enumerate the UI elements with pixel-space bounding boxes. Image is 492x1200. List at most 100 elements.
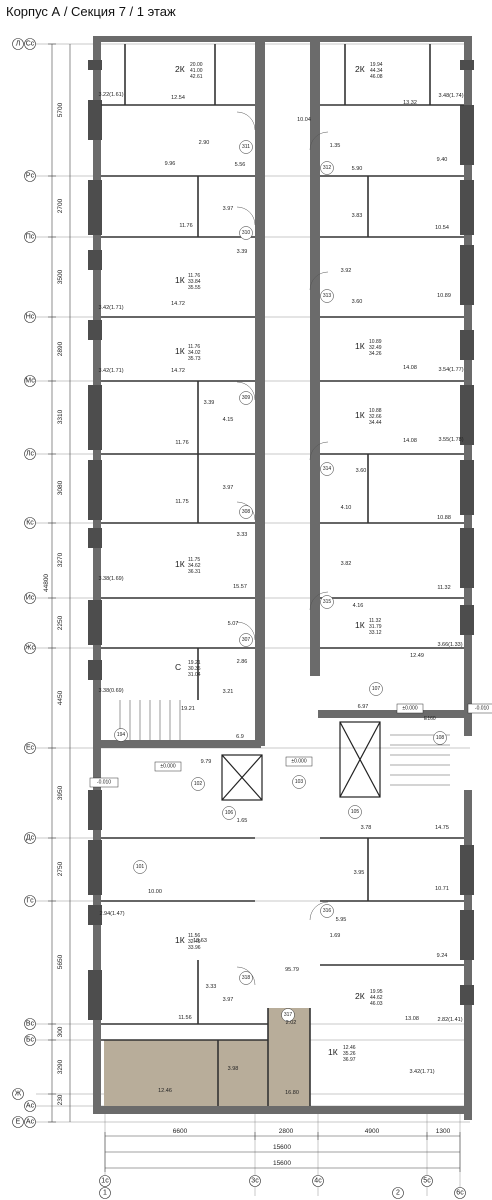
room-area: 12.49	[410, 653, 424, 659]
room-area: 13.32	[403, 100, 417, 106]
room-area: 3.60	[352, 299, 363, 305]
room-number: 313	[323, 293, 332, 299]
axis-label: Мс	[25, 378, 35, 385]
dimension-label: 15600	[273, 1144, 291, 1151]
room-area: 12.46	[158, 1088, 172, 1094]
room-area: 3.21	[223, 689, 234, 695]
level-mark: ±0.000	[291, 759, 306, 765]
room-area: 3.82	[341, 561, 352, 567]
dimension-label: 2700	[57, 198, 64, 213]
room-number: 107	[372, 686, 381, 692]
room-area: 3.97	[223, 997, 234, 1003]
room-area: 2.02	[286, 1020, 297, 1026]
axis-label: 6с	[456, 1190, 464, 1197]
room-area: 3.92	[341, 268, 352, 274]
room-number-circles	[114, 140, 447, 1022]
room-area: 95.79	[285, 967, 299, 973]
room-number: 311	[242, 144, 250, 150]
room-number: 314	[323, 466, 332, 472]
dimension-total: 44800	[43, 574, 50, 592]
dimension-label: 6600	[173, 1128, 188, 1135]
room-area: 3.42(1.71)	[98, 305, 123, 311]
apartment-area: 34.26	[369, 351, 382, 357]
room-area: 9.96	[165, 161, 176, 167]
dimension-label: 3950	[57, 785, 64, 800]
apartment-type: 1К	[175, 275, 185, 285]
left-dimension-chain	[48, 43, 71, 1123]
left-window-piers	[88, 60, 102, 1020]
dimension-label: 3270	[57, 552, 64, 567]
apartment-area: 44.34	[370, 68, 383, 74]
dimension-label: 3310	[57, 409, 64, 424]
room-area: 11.75	[175, 499, 188, 505]
apartment-area: 33.96	[188, 945, 201, 951]
room-area: 14.08	[403, 438, 417, 444]
apartment-type: 1К	[175, 346, 185, 356]
room-area: 5.07	[228, 621, 239, 627]
apartment-type: 1К	[355, 410, 365, 420]
dimension-label: 15600	[273, 1160, 291, 1167]
bottom-dimension-chain	[104, 1132, 461, 1172]
room-number: 105	[351, 809, 360, 815]
room-area: 13.63	[193, 938, 207, 944]
axis-label: Вс	[26, 1021, 35, 1028]
axis-label: Сс	[26, 41, 35, 48]
apartment-area: 46.08	[370, 74, 383, 80]
room-area: 3.95	[354, 870, 365, 876]
room-area: 11.56	[178, 1015, 191, 1021]
room-area: 3.38(0.69)	[98, 688, 123, 694]
room-number: 308	[242, 509, 251, 515]
room-area: 10.00	[148, 889, 162, 895]
highlighted-apartment-corridor	[268, 1008, 310, 1106]
apartment-area: 31.79	[369, 624, 382, 630]
apartment-area: 12.46	[343, 1045, 356, 1051]
room-area: 1.35	[330, 143, 341, 149]
room-number: 310	[242, 230, 251, 236]
dimension-label: 5650	[57, 954, 64, 969]
dimension-label: 300	[57, 1026, 64, 1037]
room-area: 1.69	[330, 933, 341, 939]
room-area: 10.88	[437, 515, 451, 521]
room-area: 12.54	[171, 95, 185, 101]
room-number: 101	[136, 864, 145, 870]
dimension-label: 3500	[57, 269, 64, 284]
room-area: 3.97	[223, 206, 234, 212]
room-area: 1.65	[237, 818, 248, 824]
elevator-label: Е160	[424, 716, 436, 722]
apartment-area: 33.12	[369, 630, 382, 636]
apartment-area: 20.00	[190, 62, 203, 68]
apartment-area: 41.00	[190, 68, 203, 74]
room-number: 317	[284, 1012, 293, 1018]
apartment-area: 11.56	[188, 933, 200, 939]
axis-label: Е	[16, 1119, 21, 1126]
room-area: 4.10	[341, 505, 352, 511]
room-area: 3.48(1.74)	[438, 93, 463, 99]
room-area: 5.95	[336, 917, 347, 923]
room-number: 307	[242, 637, 251, 643]
room-area: 16.80	[285, 1090, 299, 1096]
apartment-type: 2К	[175, 64, 185, 74]
axis-label: 2	[396, 1190, 400, 1197]
room-area: 3.33	[206, 984, 217, 990]
apartment-area: 10.89	[369, 339, 382, 345]
axis-label: Рс	[26, 173, 35, 180]
room-area: 9.24	[437, 953, 448, 959]
bottom-axis-markers	[99, 1175, 466, 1199]
room-area: 19.21	[181, 706, 195, 712]
room-area: 4.16	[353, 603, 364, 609]
interior-partitions	[101, 44, 464, 1106]
room-area: 10.71	[435, 886, 449, 892]
apartment-area: 42.61	[190, 74, 203, 80]
axis-label: Лс	[26, 451, 35, 458]
apartment-area: 32.49	[369, 345, 382, 351]
axis-label: 1	[103, 1190, 107, 1197]
apartment-type: 1К	[355, 341, 365, 351]
room-number: 102	[194, 781, 203, 787]
axis-label: Кс	[26, 520, 34, 527]
room-area: 3.42(1.71)	[409, 1069, 434, 1075]
room-area: 10.89	[437, 293, 451, 299]
room-area: 9.79	[201, 759, 212, 765]
dimension-label: 3290	[57, 1059, 64, 1074]
apartment-area: 30.35	[188, 666, 201, 672]
